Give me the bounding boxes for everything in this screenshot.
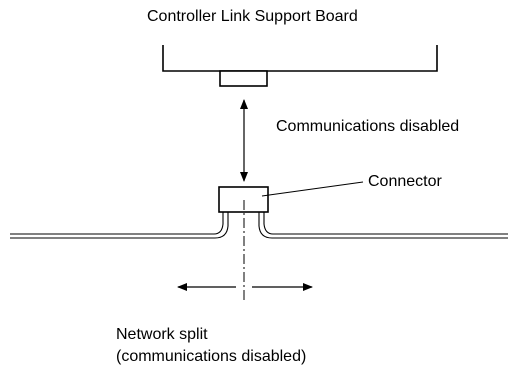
network-cable-left	[10, 212, 229, 239]
board-connector	[219, 70, 268, 87]
communications-label: Communications disabled	[276, 118, 460, 135]
network-cable-right	[258, 212, 508, 239]
connector-label: Connector	[368, 173, 442, 190]
network-split-label: Network split	[116, 326, 208, 343]
connector-leader	[261, 181, 364, 197]
cable-connector	[218, 186, 269, 213]
board-label: Controller Link Support Board	[147, 8, 358, 25]
network-split-sublabel: (communications disabled)	[116, 348, 307, 365]
support-board	[162, 45, 438, 72]
